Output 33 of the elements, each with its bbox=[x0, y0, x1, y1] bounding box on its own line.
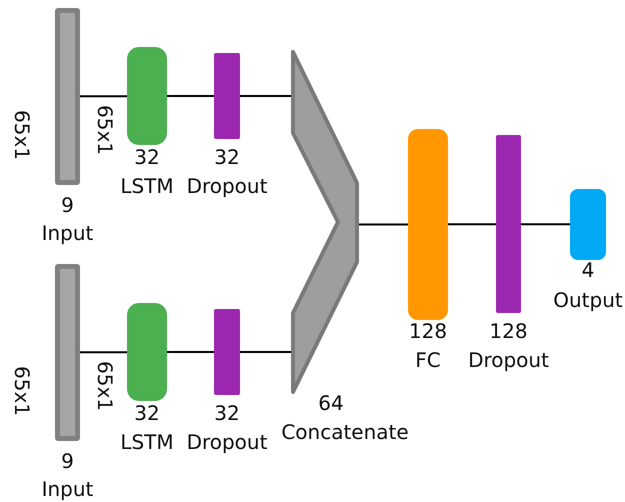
layer-size-label: 4 bbox=[582, 258, 594, 282]
input-shape-label: 65x1 bbox=[93, 105, 117, 155]
connector-line bbox=[521, 223, 570, 226]
layer-name-label: Output bbox=[553, 288, 623, 312]
layer-size-label: 64 bbox=[318, 391, 344, 415]
input-shape-label: 65x1 bbox=[10, 366, 34, 416]
layer-name-label: FC bbox=[415, 348, 441, 372]
connector-line bbox=[167, 351, 214, 353]
layer-size-label: 9 bbox=[61, 193, 74, 217]
connector-line bbox=[240, 351, 293, 353]
layer-size-label: 128 bbox=[489, 319, 528, 343]
input-shape-label: 65x1 bbox=[10, 110, 34, 160]
connector-line bbox=[80, 351, 127, 354]
layer-name-label: LSTM bbox=[120, 174, 174, 198]
layer-name-label: Dropout bbox=[186, 174, 268, 198]
layer-size-label: 32 bbox=[214, 401, 240, 425]
layer-size-label: 32 bbox=[134, 401, 160, 425]
layer-size-label: 128 bbox=[408, 319, 448, 343]
input-shape-label: 65x1 bbox=[93, 361, 117, 411]
layer-size-label: 32 bbox=[134, 145, 160, 169]
layer-name-label: Concatenate bbox=[281, 420, 409, 444]
layer-name-label: LSTM bbox=[120, 430, 174, 454]
layer-name-label: Dropout bbox=[186, 430, 268, 454]
connector-line bbox=[240, 95, 293, 97]
layer-size-label: 32 bbox=[214, 145, 240, 169]
layer-name-label: Input bbox=[42, 221, 94, 245]
connector-line bbox=[167, 95, 214, 97]
layer-size-label: 9 bbox=[61, 449, 74, 473]
connector-line bbox=[448, 223, 496, 226]
layer-name-label: Input bbox=[42, 477, 94, 501]
connector-line bbox=[80, 95, 127, 98]
layer-name-label: Dropout bbox=[468, 348, 549, 372]
connector-line bbox=[357, 224, 408, 226]
